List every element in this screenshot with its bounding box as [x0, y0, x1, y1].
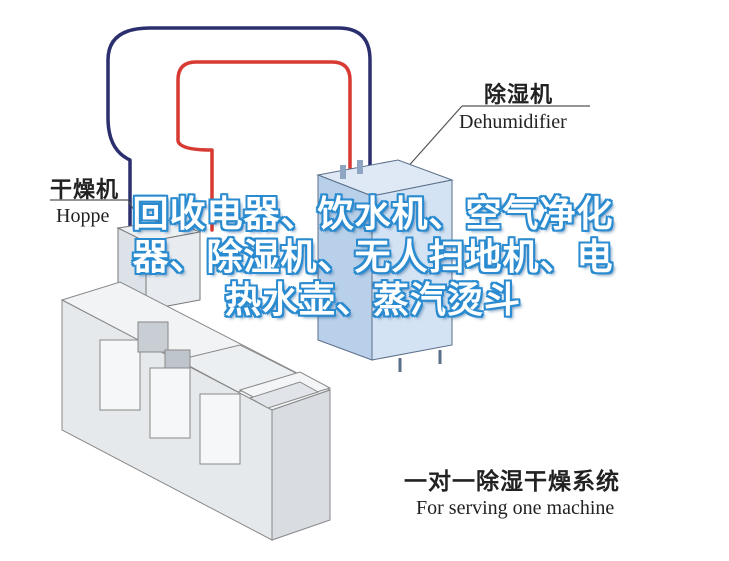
dehumidifier-label-en: Dehumidifier: [459, 111, 567, 133]
hopper-label-cn: 干燥机: [50, 178, 120, 203]
blue-pipe: [106, 26, 372, 232]
pipes: [106, 26, 372, 232]
system-title-cn: 一对一除湿干燥系统: [404, 469, 620, 495]
red-pipe: [176, 60, 352, 232]
leader-lines: [50, 105, 590, 239]
injection-machine: [60, 281, 332, 541]
system-title-en: For serving one machine: [416, 497, 615, 519]
hopper-dryer: [116, 219, 202, 311]
dehumidifier-unit: [316, 159, 454, 372]
overlay-caption: 回收电器、饮水机、空气净化器、除湿机、无人扫地机、电热水壶、蒸汽烫斗: [132, 194, 614, 321]
hopper-label-en: Hoppe: [56, 205, 110, 227]
dehumidifier-label-cn: 除湿机: [484, 83, 554, 108]
